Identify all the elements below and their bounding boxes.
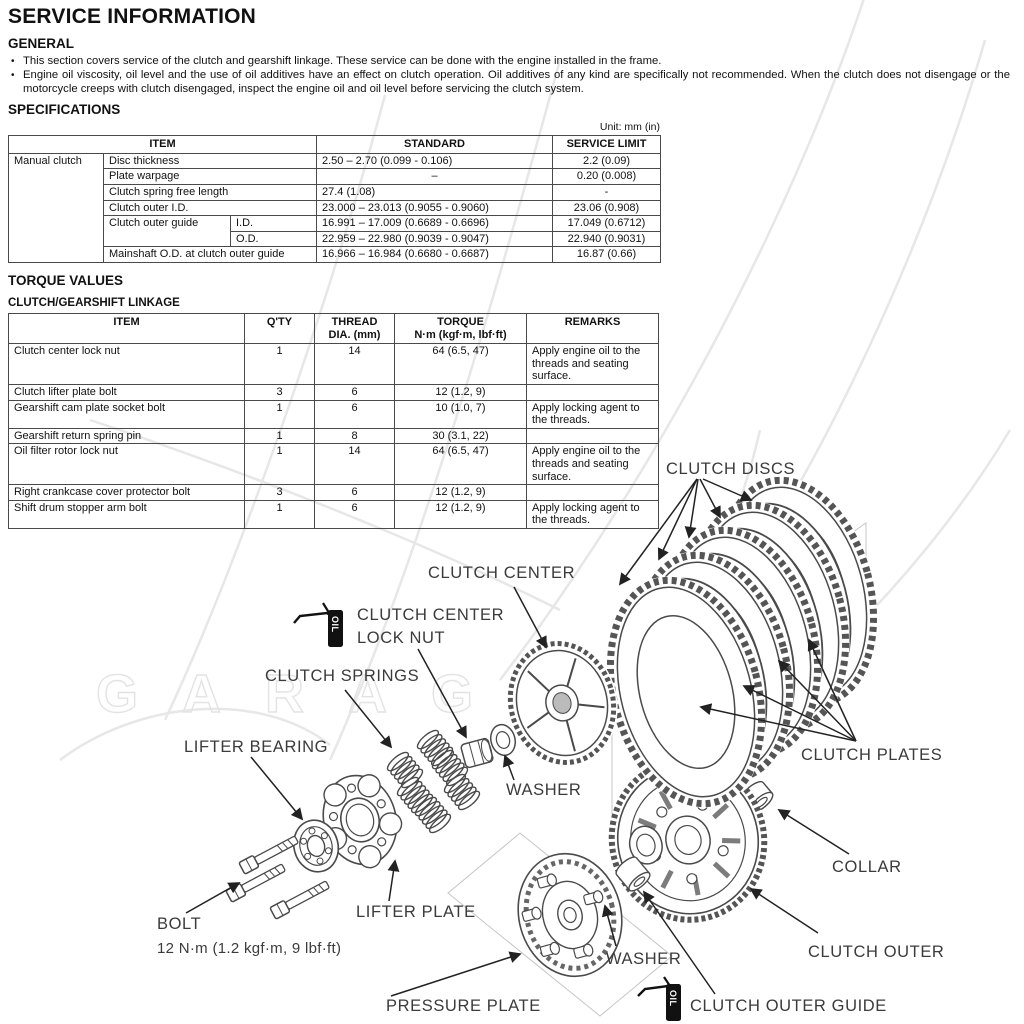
specifications-heading: SPECIFICATIONS	[8, 102, 121, 118]
torque-values-heading: TORQUE VALUES	[8, 272, 124, 288]
general-bullet: This section covers service of the clutc…	[8, 55, 1010, 69]
table-row: O.D. 22.959 – 22.980 (0.9039 - 0.9047) 2…	[9, 230, 661, 248]
table-row: Shift drum stopper arm bolt 1 6 12 (1.2,…	[8, 499, 659, 529]
torque-header-row: ITEM Q'TY THREAD DIA. (mm) TORQUE N·m (k…	[8, 312, 659, 345]
general-heading: GENERAL	[8, 36, 75, 51]
spec-group-cell: Manual clutch	[8, 152, 104, 263]
table-row: Oil filter rotor lock nut 1 14 64 (6.5, …	[8, 443, 659, 486]
table-row: Clutch outer guide I.D. 16.991 – 17.009 …	[9, 215, 661, 248]
torque-values-table: ITEM Q'TY THREAD DIA. (mm) TORQUE N·m (k…	[8, 312, 659, 529]
general-bullet-list: This section covers service of the clutc…	[8, 55, 1010, 96]
table-row: Gearshift cam plate socket bolt 1 6 10 (…	[8, 399, 659, 429]
torque-col-item: ITEM	[8, 312, 245, 345]
page-title: SERVICE INFORMATION	[8, 5, 257, 28]
clutch-gearshift-linkage-subheading: CLUTCH/GEARSHIFT LINKAGE	[8, 296, 180, 309]
torque-col-thread: THREAD DIA. (mm)	[314, 312, 395, 345]
table-row: Mainshaft O.D. at clutch outer guide 16.…	[9, 246, 661, 263]
table-row: Clutch lifter plate bolt 3 6 12 (1.2, 9)	[8, 383, 659, 401]
table-row: Clutch spring free length 27.4 (1.08) -	[9, 184, 661, 201]
torque-col-qty: Q'TY	[244, 312, 315, 345]
table-row: Manual clutch Disc thickness 2.50 – 2.70…	[8, 152, 661, 263]
unit-note: Unit: mm (in)	[599, 121, 660, 134]
spec-col-service-limit: SERVICE LIMIT	[552, 135, 661, 154]
general-bullet: Engine oil viscosity, oil level and the …	[8, 69, 1010, 96]
table-row: Clutch center lock nut 1 14 64 (6.5, 47)…	[8, 343, 659, 385]
spec-header-row: ITEM STANDARD SERVICE LIMIT	[8, 135, 661, 154]
table-row: Plate warpage – 0.20 (0.008)	[9, 168, 661, 185]
torque-col-remarks: REMARKS	[526, 312, 659, 345]
specifications-table: ITEM STANDARD SERVICE LIMIT Manual clutc…	[8, 135, 661, 263]
table-row: Gearshift return spring pin 1 8 30 (3.1,…	[8, 427, 659, 445]
watermark-text: GARAGE	[96, 664, 597, 724]
document-content: SERVICE INFORMATION GENERAL This section…	[0, 0, 1024, 529]
table-row: Clutch outer I.D. 23.000 – 23.013 (0.905…	[9, 199, 661, 217]
spec-col-standard: STANDARD	[316, 135, 553, 154]
torque-col-torque: TORQUE N·m (kgf·m, lbf·ft)	[394, 312, 527, 345]
spec-col-item: ITEM	[8, 135, 317, 154]
table-row: Right crankcase cover protector bolt 3 6…	[8, 484, 659, 501]
